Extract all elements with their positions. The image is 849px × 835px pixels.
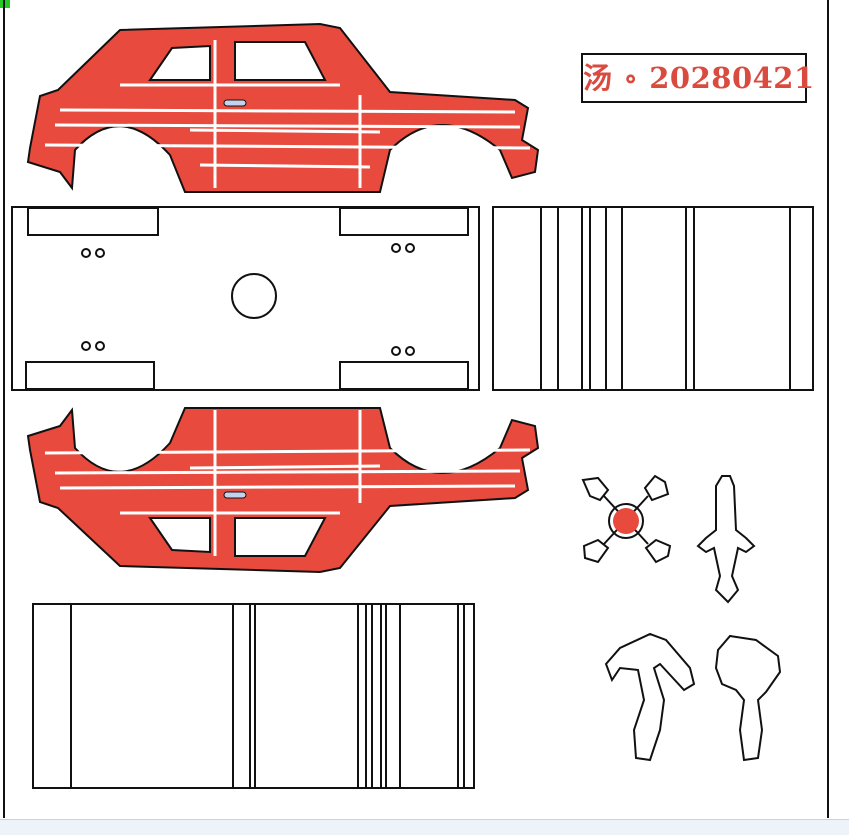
car-top-front-window [234, 41, 327, 81]
car-top-panel-lines [44, 40, 531, 188]
car-side-panel-bottom [26, 407, 540, 574]
car-bottom-rear-window [148, 517, 211, 554]
car-top-rear-window [148, 44, 211, 81]
stamp-label: 汤 ∘ 20280421 [583, 61, 815, 95]
car-body-bottom [26, 407, 540, 574]
roof-strip-panel [492, 206, 814, 391]
car-body-top [26, 22, 540, 193]
axe-icon [714, 634, 782, 762]
door-handle-icon [223, 99, 247, 107]
car-side-panel-top [26, 22, 540, 193]
sword-icon [696, 475, 756, 604]
crossed-tools-icon [581, 474, 672, 564]
pickaxe-icon [604, 632, 696, 762]
car-bottom-front-window [234, 517, 327, 557]
chassis-panel [11, 206, 480, 391]
door-handle-icon [223, 491, 247, 499]
car-bottom-panel-lines [44, 410, 531, 556]
bottom-scroll-bar[interactable] [0, 819, 849, 835]
floor-strip-panel [32, 603, 475, 789]
